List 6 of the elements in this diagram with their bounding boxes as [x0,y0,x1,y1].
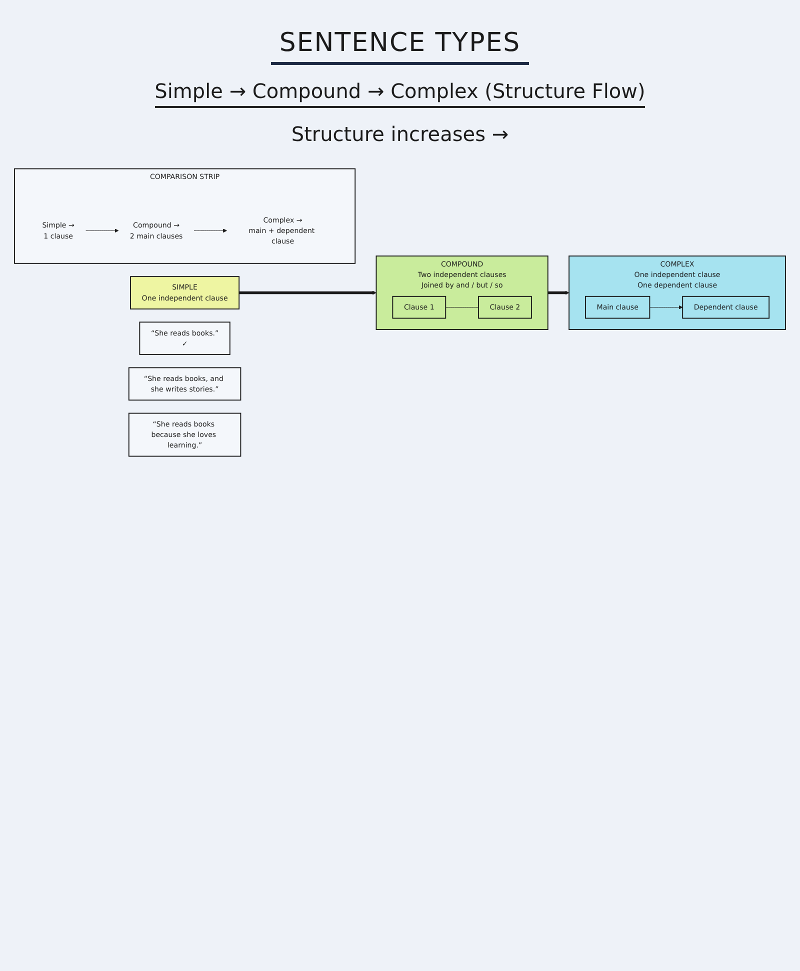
arrow [239,290,376,295]
arrow [548,290,570,295]
note: Structure increases → [291,122,509,146]
subtitle: Simple → Compound → Complex (Structure Flow) [154,79,646,108]
connector [445,307,479,308]
title: SENTENCE TYPES [271,28,529,65]
